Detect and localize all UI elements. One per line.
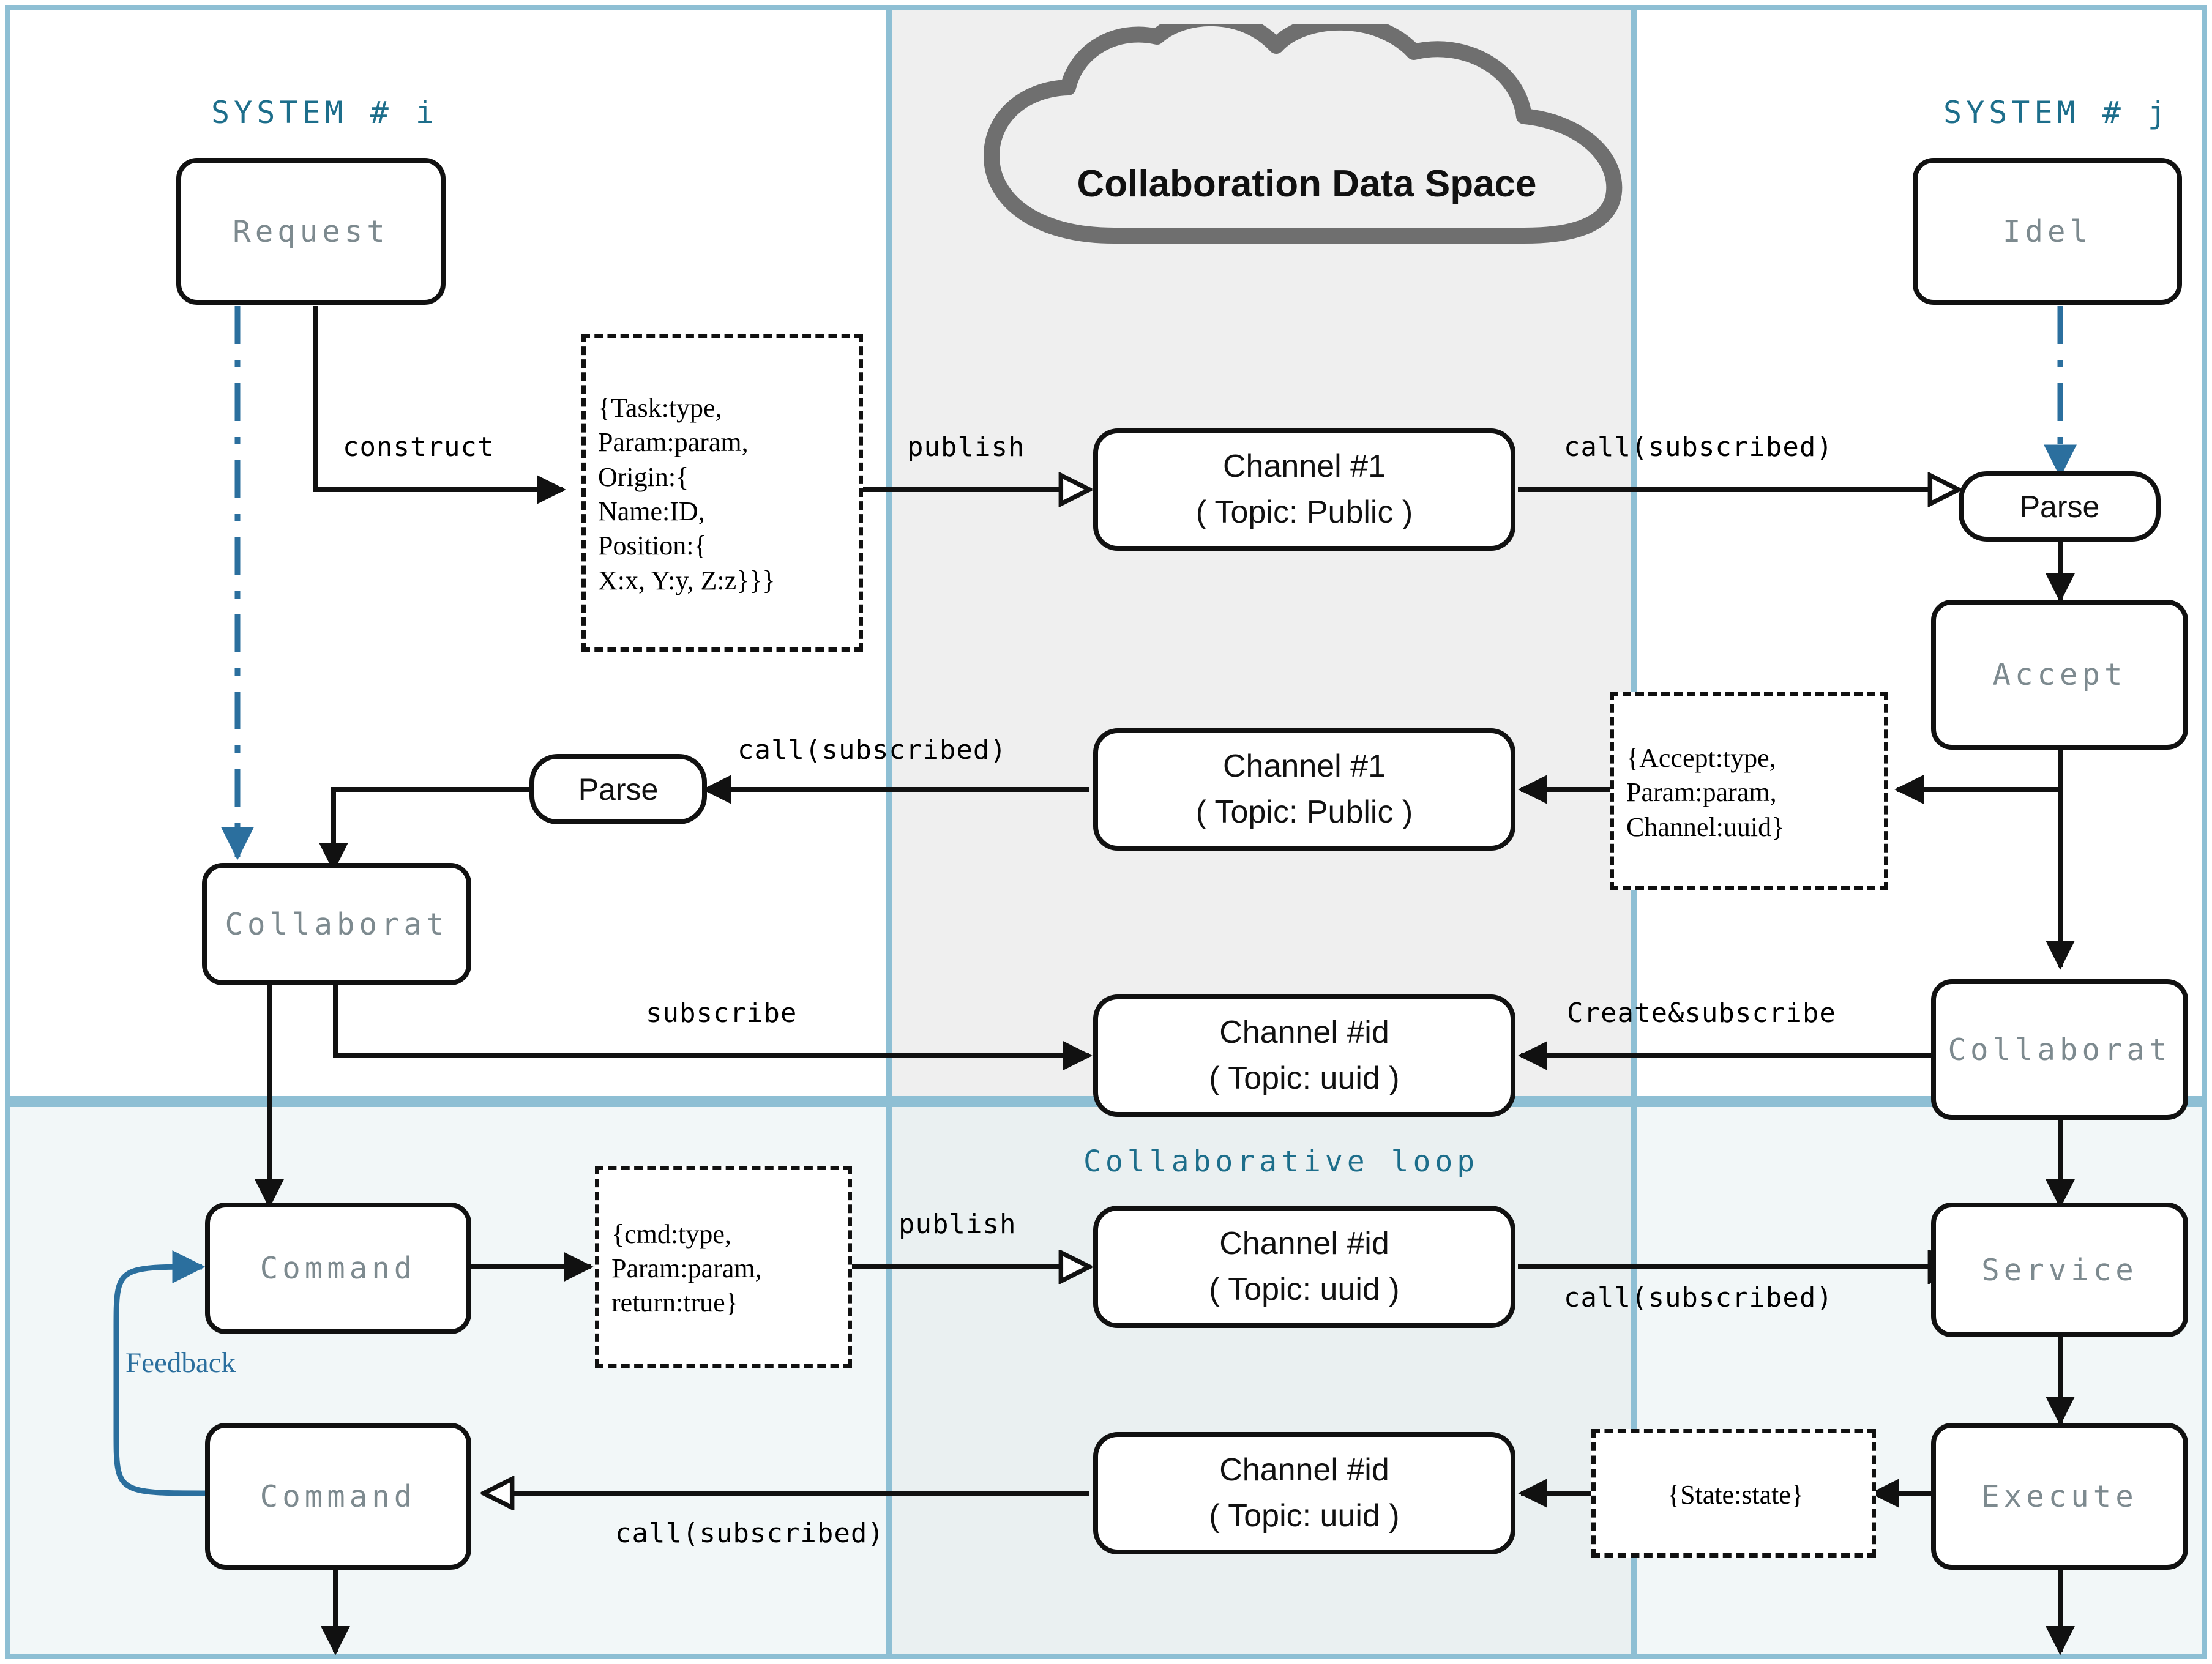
channel-topic: ( Topic: Public ): [1195, 494, 1413, 530]
payload-line: {cmd:type,: [611, 1218, 731, 1249]
channel-name: Channel #id: [1219, 1452, 1389, 1488]
channel-uuid-command[interactable]: Channel #id ( Topic: uuid ): [1093, 1206, 1515, 1328]
message-task-payload: {Task:type, Param:param, Origin:{ Name:I…: [581, 334, 863, 652]
edge-label-create-subscribe: Create&subscribe: [1567, 998, 1836, 1029]
payload-line: Position:{: [598, 531, 707, 561]
system-i-label: SYSTEM # i: [211, 95, 439, 130]
column-divider-left: [886, 5, 892, 1659]
edge-label-subscribe: subscribe: [646, 998, 798, 1029]
edge-label-call-subscribed-mid: call(subscribed): [738, 734, 1007, 766]
payload-line: Channel:uuid}: [1626, 811, 1785, 842]
channel-uuid-state[interactable]: Channel #id ( Topic: uuid ): [1093, 1432, 1515, 1554]
state-collaborat-right[interactable]: Collaborat: [1931, 979, 2188, 1120]
state-request[interactable]: Request: [176, 158, 446, 305]
message-accept-payload: {Accept:type, Param:param, Channel:uuid}: [1610, 692, 1888, 890]
payload-line: Name:ID,: [598, 496, 705, 526]
state-command-top[interactable]: Command: [205, 1203, 471, 1334]
edge-label-publish-bottom: publish: [899, 1209, 1017, 1240]
payload-line: Param:param,: [598, 427, 749, 458]
edge-label-call-subscribed-bottom-right: call(subscribed): [1564, 1282, 1833, 1313]
edge-label-publish-top: publish: [907, 431, 1025, 463]
edge-label-call-subscribed-bottom-left: call(subscribed): [615, 1518, 884, 1549]
channel-uuid-subscribe[interactable]: Channel #id ( Topic: uuid ): [1093, 994, 1515, 1117]
message-cmd-payload: {cmd:type, Param:param, return:true}: [595, 1166, 852, 1368]
channel-topic: ( Topic: uuid ): [1209, 1061, 1400, 1096]
channel-topic: ( Topic: uuid ): [1209, 1272, 1400, 1307]
payload-line: {Task:type,: [598, 393, 722, 423]
payload-line: return:true}: [611, 1288, 738, 1318]
payload-line: Param:param,: [1626, 777, 1777, 808]
state-parse-left[interactable]: Parse: [529, 754, 707, 824]
channel-name: Channel #id: [1219, 1225, 1389, 1261]
channel-name: Channel #1: [1223, 748, 1386, 784]
channel-public-top[interactable]: Channel #1 ( Topic: Public ): [1093, 428, 1515, 551]
state-execute[interactable]: Execute: [1931, 1423, 2188, 1570]
state-service[interactable]: Service: [1931, 1203, 2188, 1337]
channel-name: Channel #id: [1219, 1014, 1389, 1050]
channel-topic: ( Topic: Public ): [1195, 794, 1413, 830]
system-j-label: SYSTEM # j: [1943, 95, 2171, 130]
payload-line: {Accept:type,: [1626, 743, 1776, 774]
channel-name: Channel #1: [1223, 448, 1386, 484]
payload-line: Origin:{: [598, 461, 689, 492]
edge-label-call-subscribed-top: call(subscribed): [1564, 431, 1833, 463]
payload-line: Param:param,: [611, 1253, 762, 1283]
data-space-column-lower: [886, 1107, 1631, 1654]
state-parse-right[interactable]: Parse: [1959, 471, 2161, 542]
edge-label-construct: construct: [343, 431, 495, 463]
payload-line: X:x, Y:y, Z:z}}}: [598, 565, 775, 595]
cloud-title: Collaboration Data Space: [1077, 163, 1537, 205]
cloud-shape: [984, 24, 1623, 244]
message-state-payload: {State:state}: [1591, 1429, 1876, 1558]
state-idel[interactable]: Idel: [1913, 158, 2182, 305]
payload-line: {State:state}: [1667, 1479, 1804, 1510]
state-command-bottom[interactable]: Command: [205, 1423, 471, 1570]
state-collaborat-left[interactable]: Collaborat: [202, 863, 471, 985]
channel-topic: ( Topic: uuid ): [1209, 1498, 1400, 1534]
edge-label-feedback: Feedback: [125, 1347, 236, 1379]
channel-public-mid[interactable]: Channel #1 ( Topic: Public ): [1093, 728, 1515, 851]
state-accept[interactable]: Accept: [1931, 600, 2188, 750]
collaborative-loop-label: Collaborative loop: [1083, 1144, 1479, 1179]
